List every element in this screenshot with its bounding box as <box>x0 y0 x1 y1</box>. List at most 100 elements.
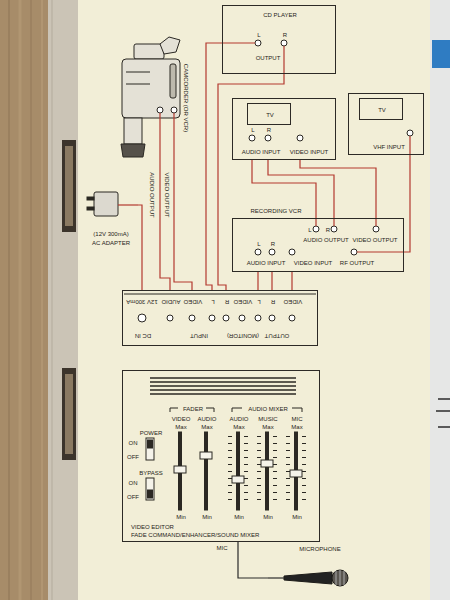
jack-socket <box>157 107 163 113</box>
panel-label: L <box>257 241 260 247</box>
panel-label: Min <box>234 514 244 520</box>
panel-label: MICROPHONE <box>299 546 340 552</box>
jack-socket <box>297 135 303 141</box>
power-jack <box>138 314 146 322</box>
jack-socket <box>281 40 287 46</box>
adapter-device: (12V 300mA)AC ADAPTER <box>84 188 138 250</box>
fader-knob <box>290 470 302 477</box>
scale-ticks <box>286 436 290 506</box>
jack-label: VIDEO OUTPUT <box>164 172 170 217</box>
fader-slot <box>205 432 208 510</box>
body-detail <box>126 72 150 73</box>
jack-socket <box>351 249 357 255</box>
jack-socket <box>167 315 173 321</box>
cable-connector <box>174 165 192 290</box>
cable-stub <box>118 204 138 205</box>
cable-stub <box>159 113 160 165</box>
panel-label: VIDEO <box>184 299 203 305</box>
jack-socket <box>249 135 255 141</box>
fader-slot <box>266 432 269 510</box>
jack-sockets <box>138 40 413 322</box>
panel-label: Min <box>176 514 186 520</box>
jack-socket <box>265 135 271 141</box>
panel-label: INPUT <box>190 333 208 339</box>
panel-label: TV <box>266 112 274 118</box>
jack-socket <box>331 226 337 232</box>
mic-grille <box>336 571 337 585</box>
jack-socket <box>239 315 245 321</box>
cable-connector <box>218 74 284 290</box>
jack-socket <box>313 226 319 232</box>
front-panel: POWERONOFFBYPASSONOFFFADERVIDEOAUDIOMaxM… <box>122 370 320 542</box>
mic-head <box>332 570 348 586</box>
panel-label: VIDEO INPUT <box>290 149 328 155</box>
jack-socket <box>255 249 261 255</box>
box-print <box>436 410 450 412</box>
panel-label: MIC <box>292 416 303 422</box>
panel-label: Max <box>201 424 212 430</box>
scale-ticks <box>228 436 232 506</box>
cardboard-slot <box>62 140 76 232</box>
jack-socket <box>209 315 215 321</box>
device-box: RECORDING VCRLRAUDIO OUTPUTVIDEO OUTPUTL… <box>232 218 404 272</box>
device-box: VHF INPUT TV <box>348 93 424 155</box>
vent-slot <box>150 393 296 395</box>
panel-label: RF OUTPUT <box>340 260 374 266</box>
scale-ticks <box>257 436 261 506</box>
panel-label: DC IN <box>135 333 151 339</box>
tv-screen: TV <box>359 98 403 120</box>
jack-socket <box>269 315 275 321</box>
cable-stub <box>357 251 404 252</box>
cardboard-slot-inner <box>65 374 73 454</box>
microphone-device: MICROPHONE <box>268 542 360 590</box>
panel-bevel <box>124 294 316 295</box>
panel-label: AC ADAPTER <box>92 240 130 246</box>
jack-socket <box>255 315 261 321</box>
cardboard-slot <box>62 368 76 460</box>
panel-label: OFF <box>127 494 139 500</box>
panel-label: R <box>271 299 275 305</box>
device-box: LRAUDIO INPUTVIDEO INPUTTV <box>232 98 336 160</box>
cardboard-edge <box>48 0 78 600</box>
cable-stub <box>268 577 284 578</box>
cable-connector <box>300 160 376 218</box>
wood-grain <box>30 0 32 600</box>
adapter-illustration <box>87 192 118 216</box>
cable-stub <box>333 218 334 226</box>
vent-slot <box>150 381 296 383</box>
camcorder-device: CAMCORDER (OR VCR) <box>112 36 194 165</box>
panel-label: AUDIO <box>197 416 216 422</box>
group-bracket <box>170 408 178 412</box>
front-panel-details <box>146 378 304 510</box>
scale-ticks <box>273 436 277 506</box>
rear-panel: 12V 300mAAUDIOVIDEOLRVIDEOLRVIDEODC ININ… <box>122 290 318 346</box>
panel-label: FADER <box>183 406 203 412</box>
panel-label: OFF <box>127 454 139 460</box>
toggle-switch <box>146 438 154 460</box>
panel-label: AUDIO OUTPUT <box>303 237 348 243</box>
panel-label: CD PLAYER <box>263 12 297 18</box>
cable-connector <box>138 205 142 290</box>
panel-label: R <box>271 241 275 247</box>
panel-label: VHF INPUT <box>373 144 405 150</box>
cable-connector <box>404 155 410 252</box>
cable-connector <box>238 542 268 578</box>
panel-label: VIDEO INPUT <box>294 260 332 266</box>
panel-label: POWER <box>140 430 163 436</box>
panel-label: Min <box>292 514 302 520</box>
fader-knob <box>200 452 212 459</box>
cardboard-fold <box>52 0 53 600</box>
panel-label: AUDIO INPUT <box>247 260 286 266</box>
camcorder-illustration <box>121 37 180 157</box>
box-print <box>438 398 450 400</box>
cable-stub <box>375 218 376 226</box>
panel-label: L <box>251 127 254 133</box>
panel-label: Max <box>262 424 273 430</box>
cable-stub <box>315 218 316 226</box>
panel-label: L <box>211 299 214 305</box>
fader-knob <box>174 466 186 473</box>
cable-stub <box>173 113 174 165</box>
body-detail <box>126 84 150 85</box>
